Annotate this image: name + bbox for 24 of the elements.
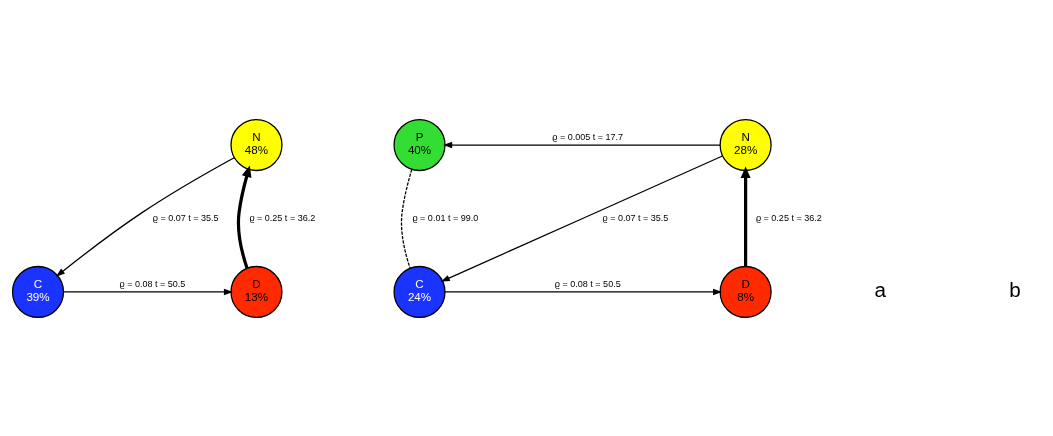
node-circle: D 8% — [719, 265, 772, 318]
edge-label: ϱ = 0.07 t = 35.5 — [152, 212, 219, 223]
node-circle: D 13% — [230, 265, 283, 318]
edge-label: ϱ = 0.005 t = 17.7 — [552, 131, 624, 142]
label: a — [874, 277, 887, 301]
arrow — [236, 165, 252, 269]
arrow — [440, 154, 724, 282]
arrow — [56, 156, 235, 277]
edge-label: ϱ = 0.08 t = 50.5 — [119, 278, 186, 289]
node-circle: P 40% — [393, 118, 446, 171]
node-circle: N 48% — [230, 118, 283, 171]
edge-label: ϱ = 0.08 t = 50.5 — [554, 278, 621, 289]
node-circle: N 28% — [719, 118, 772, 171]
edge-label: ϱ = 0.01 t = 99.0 — [412, 212, 479, 223]
edge-label: ϱ = 0.25 t = 36.2 — [755, 212, 822, 223]
edge-label: ϱ = 0.25 t = 36.2 — [249, 212, 316, 223]
arrow — [62, 288, 233, 295]
arrow — [740, 166, 751, 266]
arrow — [444, 288, 723, 295]
label: b — [1009, 277, 1021, 301]
node-circle: C 24% — [393, 265, 446, 318]
arrow — [443, 141, 721, 148]
connector — [400, 168, 413, 269]
edge-label: ϱ = 0.07 t = 35.5 — [602, 212, 669, 223]
